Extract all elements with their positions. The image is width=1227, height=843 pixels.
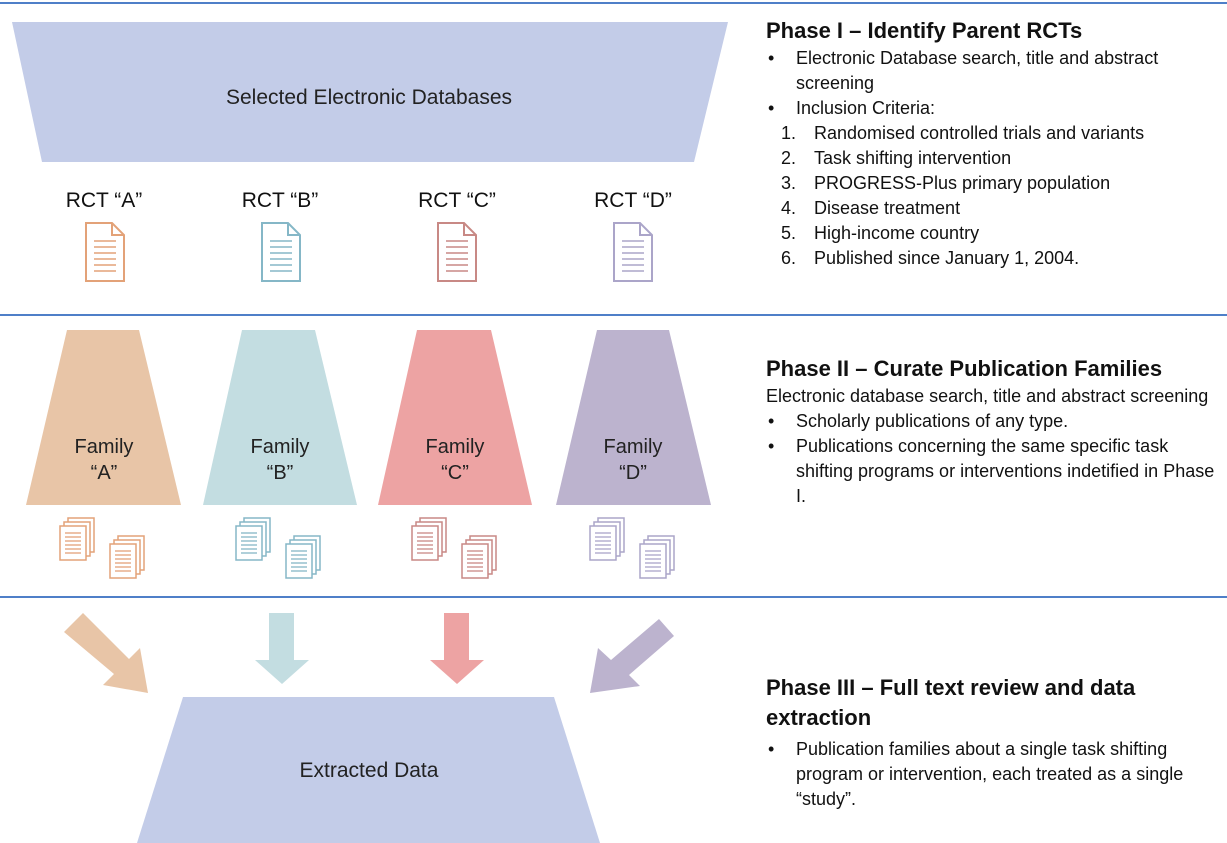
arrow-icon [590,619,674,693]
list-item: 4.Disease treatment [781,198,961,218]
phase-3-title: Phase III – Full text review and data ex… [766,675,1136,730]
criterion-text: Task shifting intervention [814,148,1012,168]
family-d-label: Family [604,436,663,458]
database-label: Selected Electronic Databases [226,86,512,109]
document-stack-icon [236,518,320,578]
document-stack-icon [60,518,144,578]
extracted-data-funnel [137,697,600,843]
list-item: 6.Published since January 1, 2004. [781,248,1080,268]
family-a-funnel [26,330,181,505]
document-icon [261,222,301,282]
rct-b-label: RCT “B” [242,189,319,212]
phase-1-section: Phase I – Identify Parent RCTs Electroni… [766,18,1221,271]
family-c-funnel [378,330,532,505]
rct-c-label: RCT “C” [418,189,496,212]
family-b-funnel [203,330,357,505]
list-item: 1.Randomised controlled trials and varia… [781,123,1145,143]
family-a-id: “A” [91,462,118,484]
criterion-text: Published since January 1, 2004. [814,248,1080,268]
section-divider-middle [0,314,1227,316]
document-stack-icon [412,518,496,578]
phase-2-bullets: Scholarly publications of any type. Publ… [766,409,1221,509]
rct-a-label: RCT “A” [66,189,143,212]
document-icon [85,222,125,282]
criterion-text: Disease treatment [814,198,961,218]
family-a-label: Family [75,436,134,458]
list-item: Scholarly publications of any type. [766,409,1221,434]
criterion-text: High-income country [814,223,980,243]
inclusion-criteria-list: 1.Randomised controlled trials and varia… [766,121,1221,271]
phase-3-section: Phase III – Full text review and data ex… [766,673,1221,812]
arrow-icon [430,613,484,684]
family-b-label: Family [251,436,310,458]
list-item: 3.PROGRESS-Plus primary population [781,173,1111,193]
phase-2-title: Phase II – Curate Publication Families [766,356,1163,381]
list-item: 2.Task shifting intervention [781,148,1012,168]
flow-diagram: Selected Electronic Databases RCT “A” RC… [12,22,728,843]
section-divider-top [0,2,1227,4]
list-item: Publication families about a single task… [766,737,1221,812]
arrow-icon [64,613,148,693]
document-icon [437,222,477,282]
database-funnel [12,22,728,162]
family-d-id: “D” [619,462,647,484]
family-c-label: Family [426,436,485,458]
rct-d-label: RCT “D” [594,189,672,212]
list-item: Electronic Database search, title and ab… [766,46,1221,96]
family-c-id: “C” [441,462,469,484]
family-d-funnel [556,330,711,505]
phase-1-title: Phase I – Identify Parent RCTs [766,18,1083,43]
family-b-id: “B” [267,462,294,484]
list-item: Inclusion Criteria: [766,96,1221,121]
phase-1-bullets: Electronic Database search, title and ab… [766,46,1221,121]
arrow-icon [255,613,309,684]
list-item: Publications concerning the same specifi… [766,434,1221,509]
phase-2-intro: Electronic database search, title and ab… [766,386,1209,406]
phase-3-bullets: Publication families about a single task… [766,737,1221,812]
section-divider-bottom [0,596,1227,598]
criterion-text: PROGRESS-Plus primary population [814,173,1111,193]
list-item: 5.High-income country [781,223,980,243]
document-icon [613,222,653,282]
criterion-text: Randomised controlled trials and variant… [814,123,1145,143]
document-stack-icon [590,518,674,578]
extracted-data-label: Extracted Data [300,759,439,782]
phase-2-section: Phase II – Curate Publication Families E… [766,356,1221,509]
